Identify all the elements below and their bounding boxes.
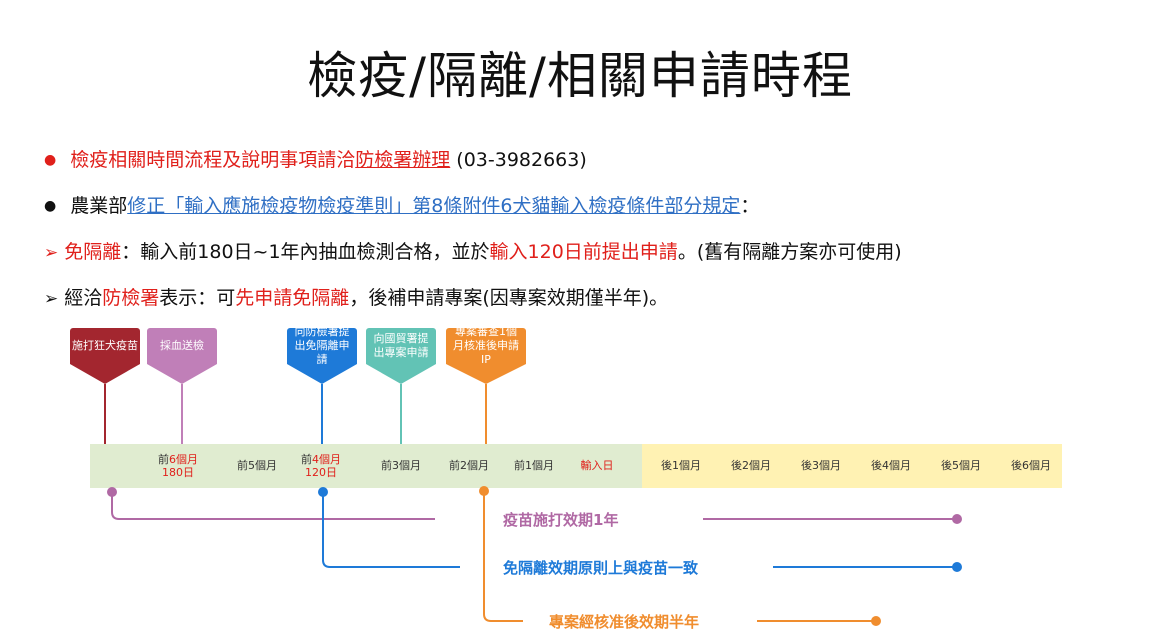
- bullet-text: ：輸入前180日~1年內抽血檢測合格，並於: [121, 241, 490, 263]
- tick-after-4m: 後4個月: [871, 459, 911, 472]
- bullet-dot-icon: ●: [44, 198, 57, 214]
- timeline-after-bar: [642, 444, 1062, 488]
- tick-after-2m: 後2個月: [731, 459, 771, 472]
- bullet-regulation: ● 農業部修正「輸入應施檢疫物檢疫準則」第8條附件6犬貓輸入檢疫條件部分規定：: [44, 193, 759, 219]
- flag-pole: [400, 384, 402, 444]
- agency-link[interactable]: 防檢署辦理: [355, 149, 451, 171]
- page-title: 檢疫/隔離/相關申請時程: [307, 47, 853, 105]
- phone-number: (03-3982663): [450, 149, 587, 171]
- p2-line-left: [322, 492, 460, 568]
- bullet-text: 經洽: [64, 287, 103, 309]
- flag-quarantine-free-application: 向防檢署提出免隔離申請: [287, 325, 357, 366]
- highlight-text: 免隔離: [64, 241, 122, 263]
- bullet-quarantine-free: ➢免隔離：輸入前180日~1年內抽血檢測合格，並於輸入120日前提出申請。(舊有…: [44, 239, 902, 266]
- bullet-tail: ，後補申請專案(因專案效期僅半年)。: [349, 287, 669, 309]
- period-vaccine-label: 疫苗施打效期1年: [503, 511, 619, 529]
- p1-line-left: [111, 492, 435, 520]
- tick-before-5m: 前5個月: [237, 459, 277, 472]
- tick-before-3m: 前3個月: [381, 459, 421, 472]
- tick-after-6m: 後6個月: [1011, 459, 1051, 472]
- p3-line-left: [483, 491, 523, 622]
- flag-tip: [147, 364, 217, 384]
- tick-after-1m: 後1個月: [661, 459, 701, 472]
- flag-rabies-vaccine: 施打狂犬疫苗: [70, 328, 140, 364]
- flag-project-application: 向國貿署提出專案申請: [366, 328, 436, 364]
- timeline-before-bar: [90, 444, 642, 488]
- tick-before-2m: 前2個月: [449, 459, 489, 472]
- bullet-contact-info: ● 檢疫相關時間流程及說明事項請洽防檢署辦理 (03-3982663): [44, 147, 587, 173]
- tick-after-5m: 後5個月: [941, 459, 981, 472]
- flag-blood-test: 採血送檢: [147, 328, 217, 364]
- flag-pole: [181, 384, 183, 444]
- arrow-bullet-icon: ➢: [44, 243, 59, 263]
- tick-before-1m: 前1個月: [514, 459, 554, 472]
- bullet-apply-order: ➢經洽防檢署表示：可先申請免隔離，後補申請專案(因專案效期僅半年)。: [44, 285, 668, 312]
- bullet-text: 檢疫相關時間流程及說明事項請洽: [70, 149, 356, 171]
- arrow-bullet-icon: ➢: [44, 289, 59, 309]
- regulation-link[interactable]: 修正「輸入應施檢疫物檢疫準則」第8條附件6犬貓輸入檢疫條件部分規定: [127, 195, 741, 217]
- bullet-text: 表示：可: [159, 287, 236, 309]
- p2-end-dot: [952, 562, 962, 572]
- flag-tip: [446, 364, 526, 384]
- bullet-dot-icon: ●: [44, 152, 57, 168]
- p3-end-dot: [871, 616, 881, 626]
- flag-pole: [485, 384, 487, 444]
- period-quarantine-free-label: 免隔離效期原則上與疫苗一致: [503, 559, 699, 577]
- bullet-tail: 。(舊有隔離方案亦可使用): [677, 241, 902, 263]
- p1-end-dot: [952, 514, 962, 524]
- flag-pole: [321, 384, 323, 444]
- flag-tip: [70, 364, 140, 384]
- highlight-text: 防檢署: [102, 287, 160, 309]
- tick-after-3m: 後3個月: [801, 459, 841, 472]
- flag-tip: [287, 364, 357, 384]
- highlight-text: 先申請免隔離: [235, 287, 350, 309]
- flag-pole: [104, 384, 106, 444]
- bullet-prefix: 農業部: [70, 195, 128, 217]
- flag-tip: [366, 364, 436, 384]
- flag-project-review: 專案審查1個月核准後申請IP: [446, 325, 526, 366]
- tick-entry-day: 輸入日: [580, 459, 614, 472]
- period-project-label: 專案經核准後效期半年: [549, 613, 700, 631]
- highlight-text: 輸入120日前提出申請: [489, 241, 678, 263]
- bullet-tail: ：: [740, 195, 760, 217]
